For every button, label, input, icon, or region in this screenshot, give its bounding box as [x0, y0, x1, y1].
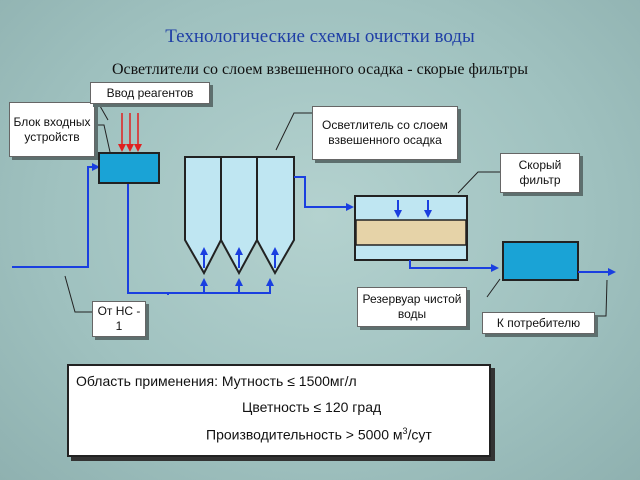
- turbidity-value: Мутность ≤ 1500мг/л: [221, 373, 357, 389]
- clarifier-section-3: [256, 156, 295, 276]
- reservoir-tank: [502, 241, 579, 281]
- fast-filter: [354, 195, 468, 261]
- capacity-value: Производительность > 5000 м3/сут: [206, 426, 432, 443]
- application-info-box: Область применения: Мутность ≤ 1500мг/л …: [67, 364, 491, 457]
- application-heading: Область применения:: [76, 373, 218, 389]
- page-subtitle: Осветлители со слоем взвешенного осадка …: [111, 61, 529, 78]
- source-label: От НС - 1: [92, 301, 146, 337]
- inlet-block-label: Блок входных устройств: [9, 102, 95, 157]
- inlet-pipe: [12, 163, 100, 268]
- inlet-block-tank: [98, 152, 160, 184]
- fast-filter-label: Скорый фильтр: [500, 153, 580, 193]
- color-value: Цветность ≤ 120 град: [242, 399, 382, 415]
- feed-pipe: [127, 184, 274, 294]
- clarifier-tanks: [184, 156, 295, 276]
- capacity-superscript: 3: [402, 426, 408, 436]
- clarifier-section-1: [184, 156, 222, 276]
- page-title: Технологические схемы очистки воды: [165, 26, 475, 47]
- reservoir-label: Резервуар чистой воды: [357, 287, 467, 327]
- leader-lines: [64, 105, 608, 317]
- clarifier-section-2: [220, 156, 258, 276]
- filter-sand-layer: [355, 219, 467, 246]
- capacity-text: Производительность > 5000 м: [206, 426, 403, 443]
- clarifier-outlet-pipe: [294, 176, 354, 211]
- consumer-label: К потребителю: [482, 312, 595, 334]
- filter-outlet-pipe: [409, 260, 499, 272]
- clarifier-label: Осветлитель со слоем взвешенного осадка: [312, 106, 458, 160]
- clarifier-upflow-arrows: [200, 247, 279, 268]
- capacity-unit: /сут: [407, 426, 432, 443]
- application-row-1: Область применения: Мутность ≤ 1500мг/л: [76, 373, 357, 389]
- reagents-label: Ввод реагентов: [90, 82, 210, 104]
